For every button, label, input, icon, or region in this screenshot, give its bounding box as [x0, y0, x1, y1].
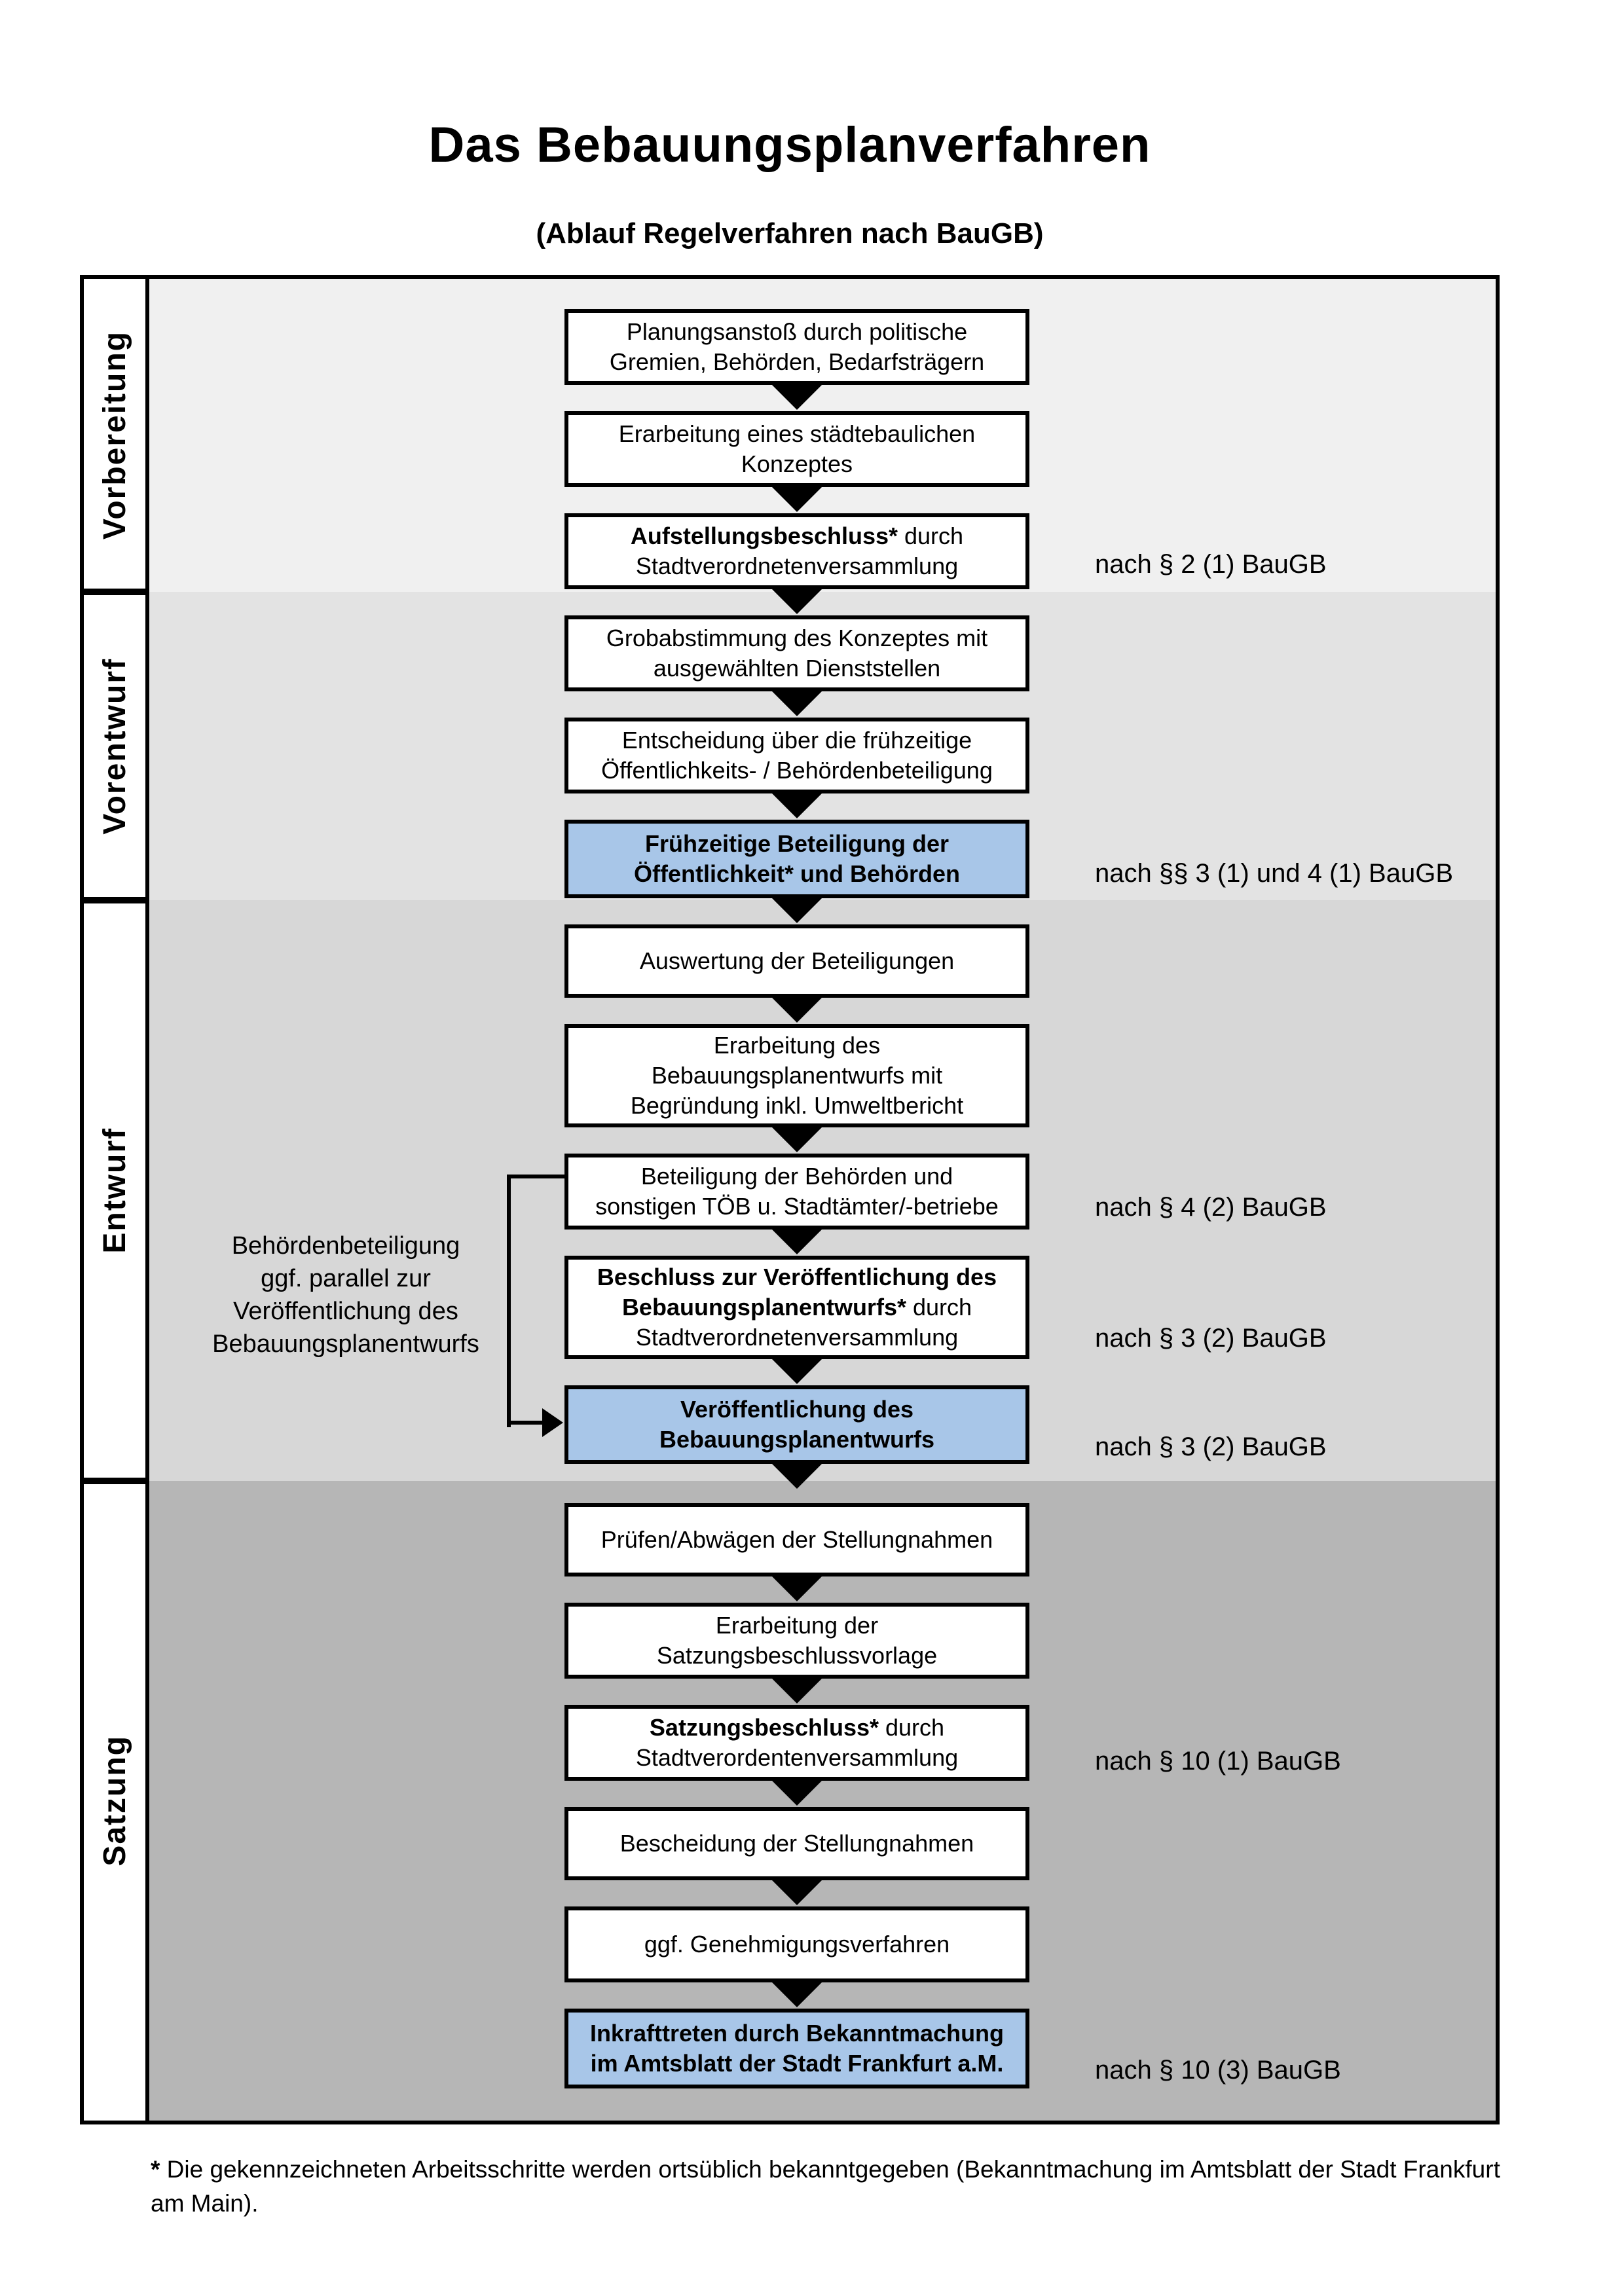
annotation-baugb: nach § 2 (1) BauGB — [1095, 550, 1327, 579]
flow-box-grobabstimmung: Grobabstimmung des Konzeptes mit ausgewä… — [564, 615, 1029, 691]
page-subtitle: (Ablauf Regelverfahren nach BauGB) — [536, 217, 1044, 249]
flow-box-text: Planungsanstoß durch politische Gremien,… — [609, 318, 985, 375]
flow-box-bescheidung: Bescheidung der Stellungnahmen — [564, 1807, 1029, 1880]
flow-box-text: Erarbeitung der Satzungsbeschlussvorlage — [656, 1612, 938, 1669]
phase-label-text: Entwurf — [97, 1127, 132, 1254]
flow-arrow-down-icon — [768, 1226, 826, 1254]
flow-box-beschluss-veroeffentlichung: Beschluss zur Veröffentlichung des Bebau… — [564, 1256, 1029, 1359]
flow-box-genehmigung: ggf. Genehmigungsverfahren — [564, 1906, 1029, 1982]
phase-label-text: Vorentwurf — [97, 657, 132, 835]
flow-box-text: Beschluss zur Veröffentlichung des Bebau… — [597, 1264, 997, 1351]
footnote-text: Die gekennzeichneten Arbeitsschritte wer… — [151, 2156, 1500, 2217]
phase-separator — [84, 1478, 149, 1484]
footnote-asterisk: * — [151, 2156, 160, 2183]
flow-arrow-down-icon — [768, 1777, 826, 1806]
flow-arrow-down-icon — [768, 1460, 826, 1489]
flow-box-veroeffentlichung: Veröffentlichung des Bebauungsplanentwur… — [564, 1385, 1029, 1464]
annotation-baugb: nach § 10 (3) BauGB — [1095, 2056, 1341, 2085]
flow-box-inkrafttreten: Inkrafttreten durch Bekanntmachung im Am… — [564, 2009, 1029, 2088]
flow-box-text: Veröffentlichung des Bebauungsplanentwur… — [659, 1396, 935, 1453]
flow-box-text: Erarbeitung des Bebauungsplanentwurfs mi… — [630, 1032, 964, 1119]
side-note: Behördenbeteiligung ggf. parallel zur Ve… — [212, 1232, 479, 1358]
flow-box-satzungsvorlage: Erarbeitung der Satzungsbeschlussvorlage — [564, 1603, 1029, 1679]
phase-separator — [84, 897, 149, 903]
flow-arrow-down-icon — [768, 1876, 826, 1905]
flow-box-planungsanstoss: Planungsanstoß durch politische Gremien,… — [564, 309, 1029, 385]
phase-label-satzung: Satzung — [84, 1481, 145, 2121]
flow-arrow-down-icon — [768, 894, 826, 923]
annotation-baugb: nach § 3 (2) BauGB — [1095, 1432, 1327, 1461]
flow-box-aufstellungsbeschluss: Aufstellungsbeschluss* durch Stadtverord… — [564, 513, 1029, 589]
phase-label-entwurf: Entwurf — [84, 900, 145, 1481]
phase-separator — [84, 589, 149, 595]
flow-arrow-down-icon — [768, 994, 826, 1023]
flow-box-text: Entscheidung über die frühzeitige Öffent… — [601, 727, 993, 784]
footnote: * Die gekennzeichneten Arbeitsschritte w… — [151, 2153, 1506, 2221]
flow-arrow-down-icon — [768, 1573, 826, 1601]
annotation-baugb: nach § 10 (1) BauGB — [1095, 1747, 1341, 1776]
flow-box-auswertung: Auswertung der Beteiligungen — [564, 924, 1029, 998]
flow-box-text: Prüfen/Abwägen der Stellungnahmen — [600, 1526, 993, 1553]
phase-label-text: Satzung — [97, 1735, 132, 1867]
flow-arrow-down-icon — [768, 483, 826, 512]
phase-label-text: Vorbereitung — [97, 331, 132, 540]
flow-box-behoerdenbeteiligung: Beteiligung der Behörden und sonstigen T… — [564, 1154, 1029, 1230]
flow-box-entscheidung: Entscheidung über die frühzeitige Öffent… — [564, 718, 1029, 793]
flow-box-erarbeitung-entwurf: Erarbeitung des Bebauungsplanentwurfs mi… — [564, 1024, 1029, 1127]
flow-box-text: Aufstellungsbeschluss* durch Stadtverord… — [630, 522, 964, 579]
connector-line-vertical — [507, 1175, 511, 1427]
connector-arrow-right-icon — [542, 1408, 563, 1437]
flow-arrow-down-icon — [768, 381, 826, 410]
flow-box-text: Auswertung der Beteiligungen — [639, 947, 955, 974]
flow-arrow-down-icon — [768, 1978, 826, 2007]
flow-box-text: Satzungsbeschluss* durch Stadtverordente… — [635, 1714, 959, 1771]
flow-box-konzept: Erarbeitung eines städtebaulichen Konzep… — [564, 411, 1029, 487]
flow-arrow-down-icon — [768, 687, 826, 716]
flow-arrow-down-icon — [768, 1675, 826, 1704]
flow-box-text: Erarbeitung eines städtebaulichen Konzep… — [618, 420, 976, 477]
connector-line-horizontal — [507, 1421, 544, 1425]
flow-arrow-down-icon — [768, 585, 826, 614]
flow-box-text: Frühzeitige Beteiligung der Öffentlichke… — [633, 830, 961, 887]
annotation-baugb: nach §§ 3 (1) und 4 (1) BauGB — [1095, 859, 1453, 888]
flow-box-text: Bescheidung der Stellungnahmen — [619, 1830, 974, 1857]
phase-label-vorentwurf: Vorentwurf — [84, 592, 145, 900]
label-column-divider — [145, 279, 149, 2121]
flow-box-text: ggf. Genehmigungsverfahren — [644, 1931, 950, 1958]
annotation-baugb: nach § 3 (2) BauGB — [1095, 1324, 1327, 1353]
flow-box-text: Beteiligung der Behörden und sonstigen T… — [595, 1163, 999, 1220]
flow-arrow-down-icon — [768, 790, 826, 818]
annotation-baugb: nach § 4 (2) BauGB — [1095, 1193, 1327, 1222]
phase-label-vorbereitung: Vorbereitung — [84, 279, 145, 592]
flow-box-fruehzeitige-beteiligung: Frühzeitige Beteiligung der Öffentlichke… — [564, 820, 1029, 898]
flow-box-satzungsbeschluss: Satzungsbeschluss* durch Stadtverordente… — [564, 1705, 1029, 1781]
connector-line-horizontal — [507, 1175, 567, 1178]
flow-box-pruefen: Prüfen/Abwägen der Stellungnahmen — [564, 1503, 1029, 1576]
flow-arrow-down-icon — [768, 1355, 826, 1384]
flow-arrow-down-icon — [768, 1123, 826, 1152]
page-title: Das Bebauungsplanverfahren — [428, 117, 1151, 173]
flow-box-text: Inkrafttreten durch Bekanntmachung im Am… — [589, 2020, 1005, 2077]
flow-box-text: Grobabstimmung des Konzeptes mit ausgewä… — [606, 625, 988, 682]
